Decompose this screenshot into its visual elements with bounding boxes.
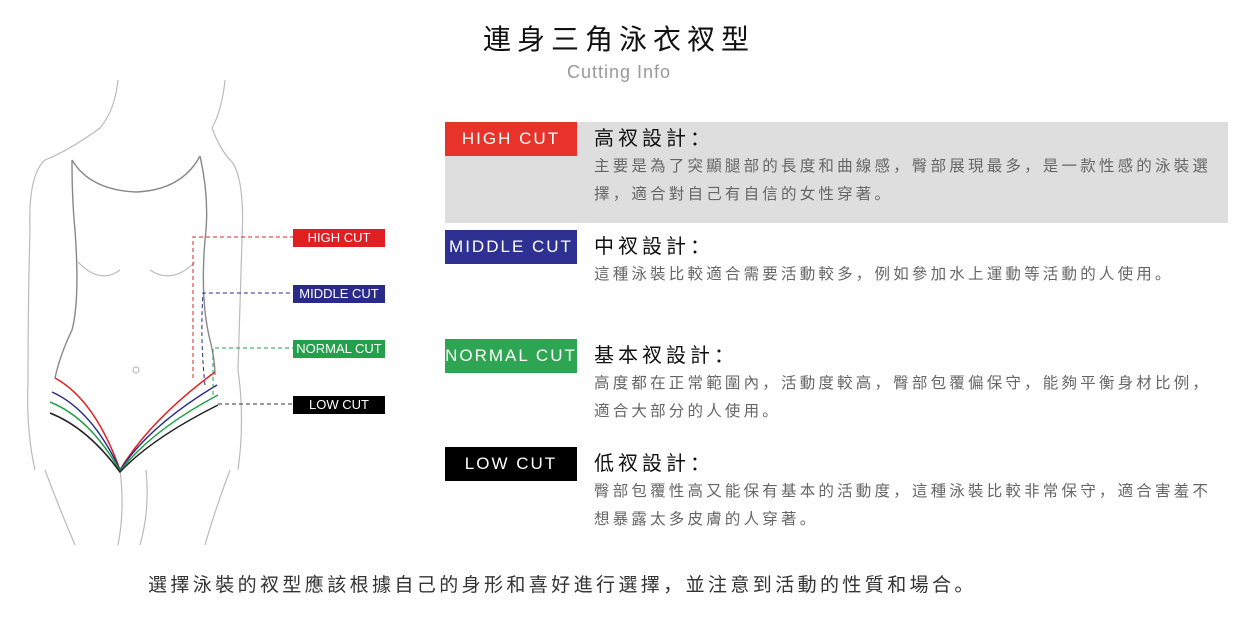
low-cut-title: 低衩設計： bbox=[594, 451, 714, 475]
swimsuit-body-illustration bbox=[27, 79, 293, 546]
middle-cut-title: 中衩設計： bbox=[594, 234, 714, 258]
figure-label-low-cut: LOW CUT bbox=[293, 396, 385, 414]
low-cut-badge: LOW CUT bbox=[445, 447, 577, 481]
normal-cut-badge: NORMAL CUT bbox=[445, 339, 577, 373]
low-cut-description: 臀部包覆性高又能保有基本的活動度，這種泳裝比較非常保守，適合害羞不想暴露太多皮膚… bbox=[594, 482, 1212, 528]
footer-note: 選擇泳裝的衩型應該根據自己的身形和喜好進行選擇，並注意到活動的性質和場合。 bbox=[148, 574, 977, 596]
high-cut-badge: HIGH CUT bbox=[445, 122, 577, 156]
normal-cut-description: 高度都在正常範圍內，活動度較高，臀部包覆偏保守，能夠平衡身材比例，適合大部分的人… bbox=[594, 374, 1212, 420]
normal-cut-title: 基本衩設計： bbox=[594, 343, 738, 367]
page-subtitle: Cutting Info bbox=[566, 62, 672, 82]
figure-label-high-cut: HIGH CUT bbox=[293, 229, 385, 247]
middle-cut-badge: MIDDLE CUT bbox=[445, 230, 577, 264]
high-cut-title: 高衩設計： bbox=[594, 126, 714, 150]
page-title: 連身三角泳衣衩型 bbox=[482, 23, 755, 56]
figure-label-middle-cut: MIDDLE CUT bbox=[293, 285, 385, 303]
high-cut-description: 主要是為了突顯腿部的長度和曲線感，臀部展現最多，是一款性感的泳裝選擇，適合對自己… bbox=[594, 157, 1212, 203]
middle-cut-description: 這種泳裝比較適合需要活動較多，例如參加水上運動等活動的人使用。 bbox=[594, 265, 1174, 283]
figure-label-normal-cut: NORMAL CUT bbox=[293, 340, 385, 358]
